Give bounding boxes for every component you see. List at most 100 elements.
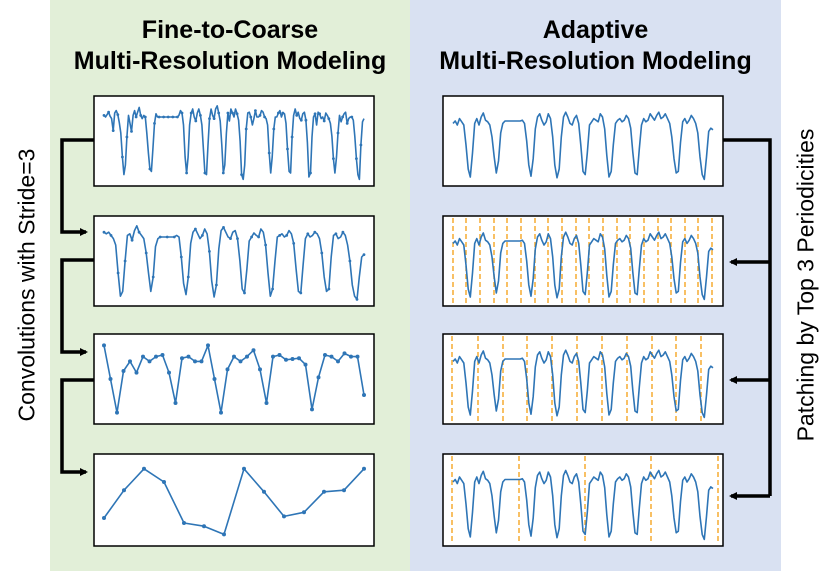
fine-series-2-point (179, 255, 183, 259)
fine-series-2-point (137, 230, 141, 234)
fine-series-3-point (238, 359, 243, 364)
fine-series-1-point (143, 115, 147, 119)
fine-series-2-line (103, 225, 365, 301)
fine-series-3-point (134, 370, 139, 375)
fine-series-3-point (102, 343, 106, 348)
fine-series-2-point (264, 243, 267, 247)
fine-series-1-point (350, 115, 354, 119)
fine-series-1-point (327, 117, 331, 120)
fine-series-1-point (148, 167, 152, 171)
fine-series-1-point (249, 115, 253, 119)
fine-series-1-point (267, 151, 271, 155)
fine-series-4-point (262, 489, 266, 494)
fine-series-3-point (297, 356, 301, 361)
fine-series-3-point (115, 410, 119, 415)
fine-series-1-point (176, 115, 179, 119)
fine-series-1-point (309, 171, 312, 175)
fine-series-1-point (318, 112, 321, 116)
fine-series-2-point (201, 234, 204, 237)
fine-series-3-point (284, 357, 288, 362)
fine-series-3-point (310, 407, 314, 412)
fine-series-3-point (128, 359, 132, 364)
fine-series-3-point (219, 410, 223, 415)
fine-series-1-point (107, 110, 110, 114)
conv-arrow-1 (60, 138, 94, 236)
fine-series-1-point (258, 114, 262, 117)
conv-arrow-2 (60, 258, 94, 356)
fine-series-1-point (153, 122, 156, 125)
patch-bracket (723, 138, 772, 496)
fine-series-3-point (180, 356, 184, 361)
fine-series-3-point (355, 354, 360, 359)
fine-series-1-point (332, 157, 335, 161)
fine-series-2-point (250, 235, 254, 239)
fine-series-3-point (336, 359, 340, 364)
fine-series-4-point (202, 524, 206, 529)
fine-series-3-point (290, 357, 295, 361)
fine-series-1-point (345, 122, 349, 125)
fine-series-1-point (139, 114, 143, 117)
fine-series-2-point (172, 235, 176, 239)
fine-series-3-point (206, 343, 210, 348)
fine-series-3-point (303, 362, 308, 367)
fine-series-3-point (108, 377, 113, 381)
fine-series-2-point (236, 237, 239, 241)
adaptive-title: Adaptive Multi-Resolution Modeling (410, 15, 781, 77)
fine-series-1-point (157, 115, 161, 119)
fine-series-1-point (281, 111, 285, 115)
fine-series-2-point (158, 235, 162, 239)
fine-series-3-point (154, 354, 158, 359)
fine-series-1-point (286, 147, 289, 151)
fine-series-2-point (285, 234, 289, 237)
fine-series-1-point (336, 131, 340, 135)
fine-series-4-point (322, 489, 326, 494)
fine-series-1-point (272, 127, 276, 131)
fine-series-1-point (116, 113, 120, 116)
fine-series-1-point (194, 119, 198, 123)
fine-series-1-point (199, 114, 202, 117)
fine-series-3-point (316, 375, 321, 380)
fine-series-1-point (221, 171, 225, 175)
fine-series-4-point (242, 466, 246, 471)
fine-series-2-point (341, 230, 345, 234)
fine-series-3-point (193, 359, 197, 364)
fine-plot-box-2 (93, 215, 375, 307)
fine-series-3-point (167, 370, 171, 375)
fine-to-coarse-title-line1: Fine-to-Coarse (141, 16, 319, 44)
fine-series-1-point (295, 114, 299, 117)
fine-series-1-point (226, 111, 230, 115)
fine-series-1-point (313, 112, 317, 116)
fine-plot-box-3 (93, 333, 375, 425)
fine-series-2-point (144, 251, 148, 255)
fine-series-2-point (109, 234, 113, 237)
fine-series-1-point (304, 118, 308, 122)
fine-series-3-point (141, 354, 145, 359)
fine-series-4-point (122, 488, 126, 493)
fine-series-2-point (320, 251, 324, 255)
fine-series-1-point (290, 135, 294, 139)
fine-series-2-point (229, 237, 232, 241)
fine-series-3-point (264, 401, 269, 405)
fine-series-2-point (306, 232, 310, 236)
fine-series-4-point (142, 466, 146, 471)
fine-series-2-point (313, 230, 317, 234)
fine-series-2-point (222, 226, 225, 229)
fine-series-2-point (299, 291, 303, 295)
fine-series-1-point (341, 115, 344, 119)
fine-series-3-point (277, 353, 282, 357)
fine-series-1-point (189, 111, 193, 115)
fine-series-3-point (212, 377, 217, 381)
fine-series-2-point (130, 238, 134, 242)
fine-series-1-point (240, 173, 244, 177)
fine-series-1-point (125, 135, 129, 139)
fine-series-2-point (165, 235, 169, 239)
fine-series-3-point (323, 353, 327, 357)
fine-to-coarse-title-line2: Multi-Resolution Modeling (73, 47, 387, 75)
fine-to-coarse-title: Fine-to-Coarse Multi-Resolution Modeling (50, 15, 410, 77)
fine-series-1-point (185, 171, 189, 175)
fine-series-1-point (111, 129, 115, 133)
fine-series-3-point (251, 348, 256, 353)
fine-series-1-point (130, 130, 133, 133)
fine-series-2-point (292, 242, 296, 245)
